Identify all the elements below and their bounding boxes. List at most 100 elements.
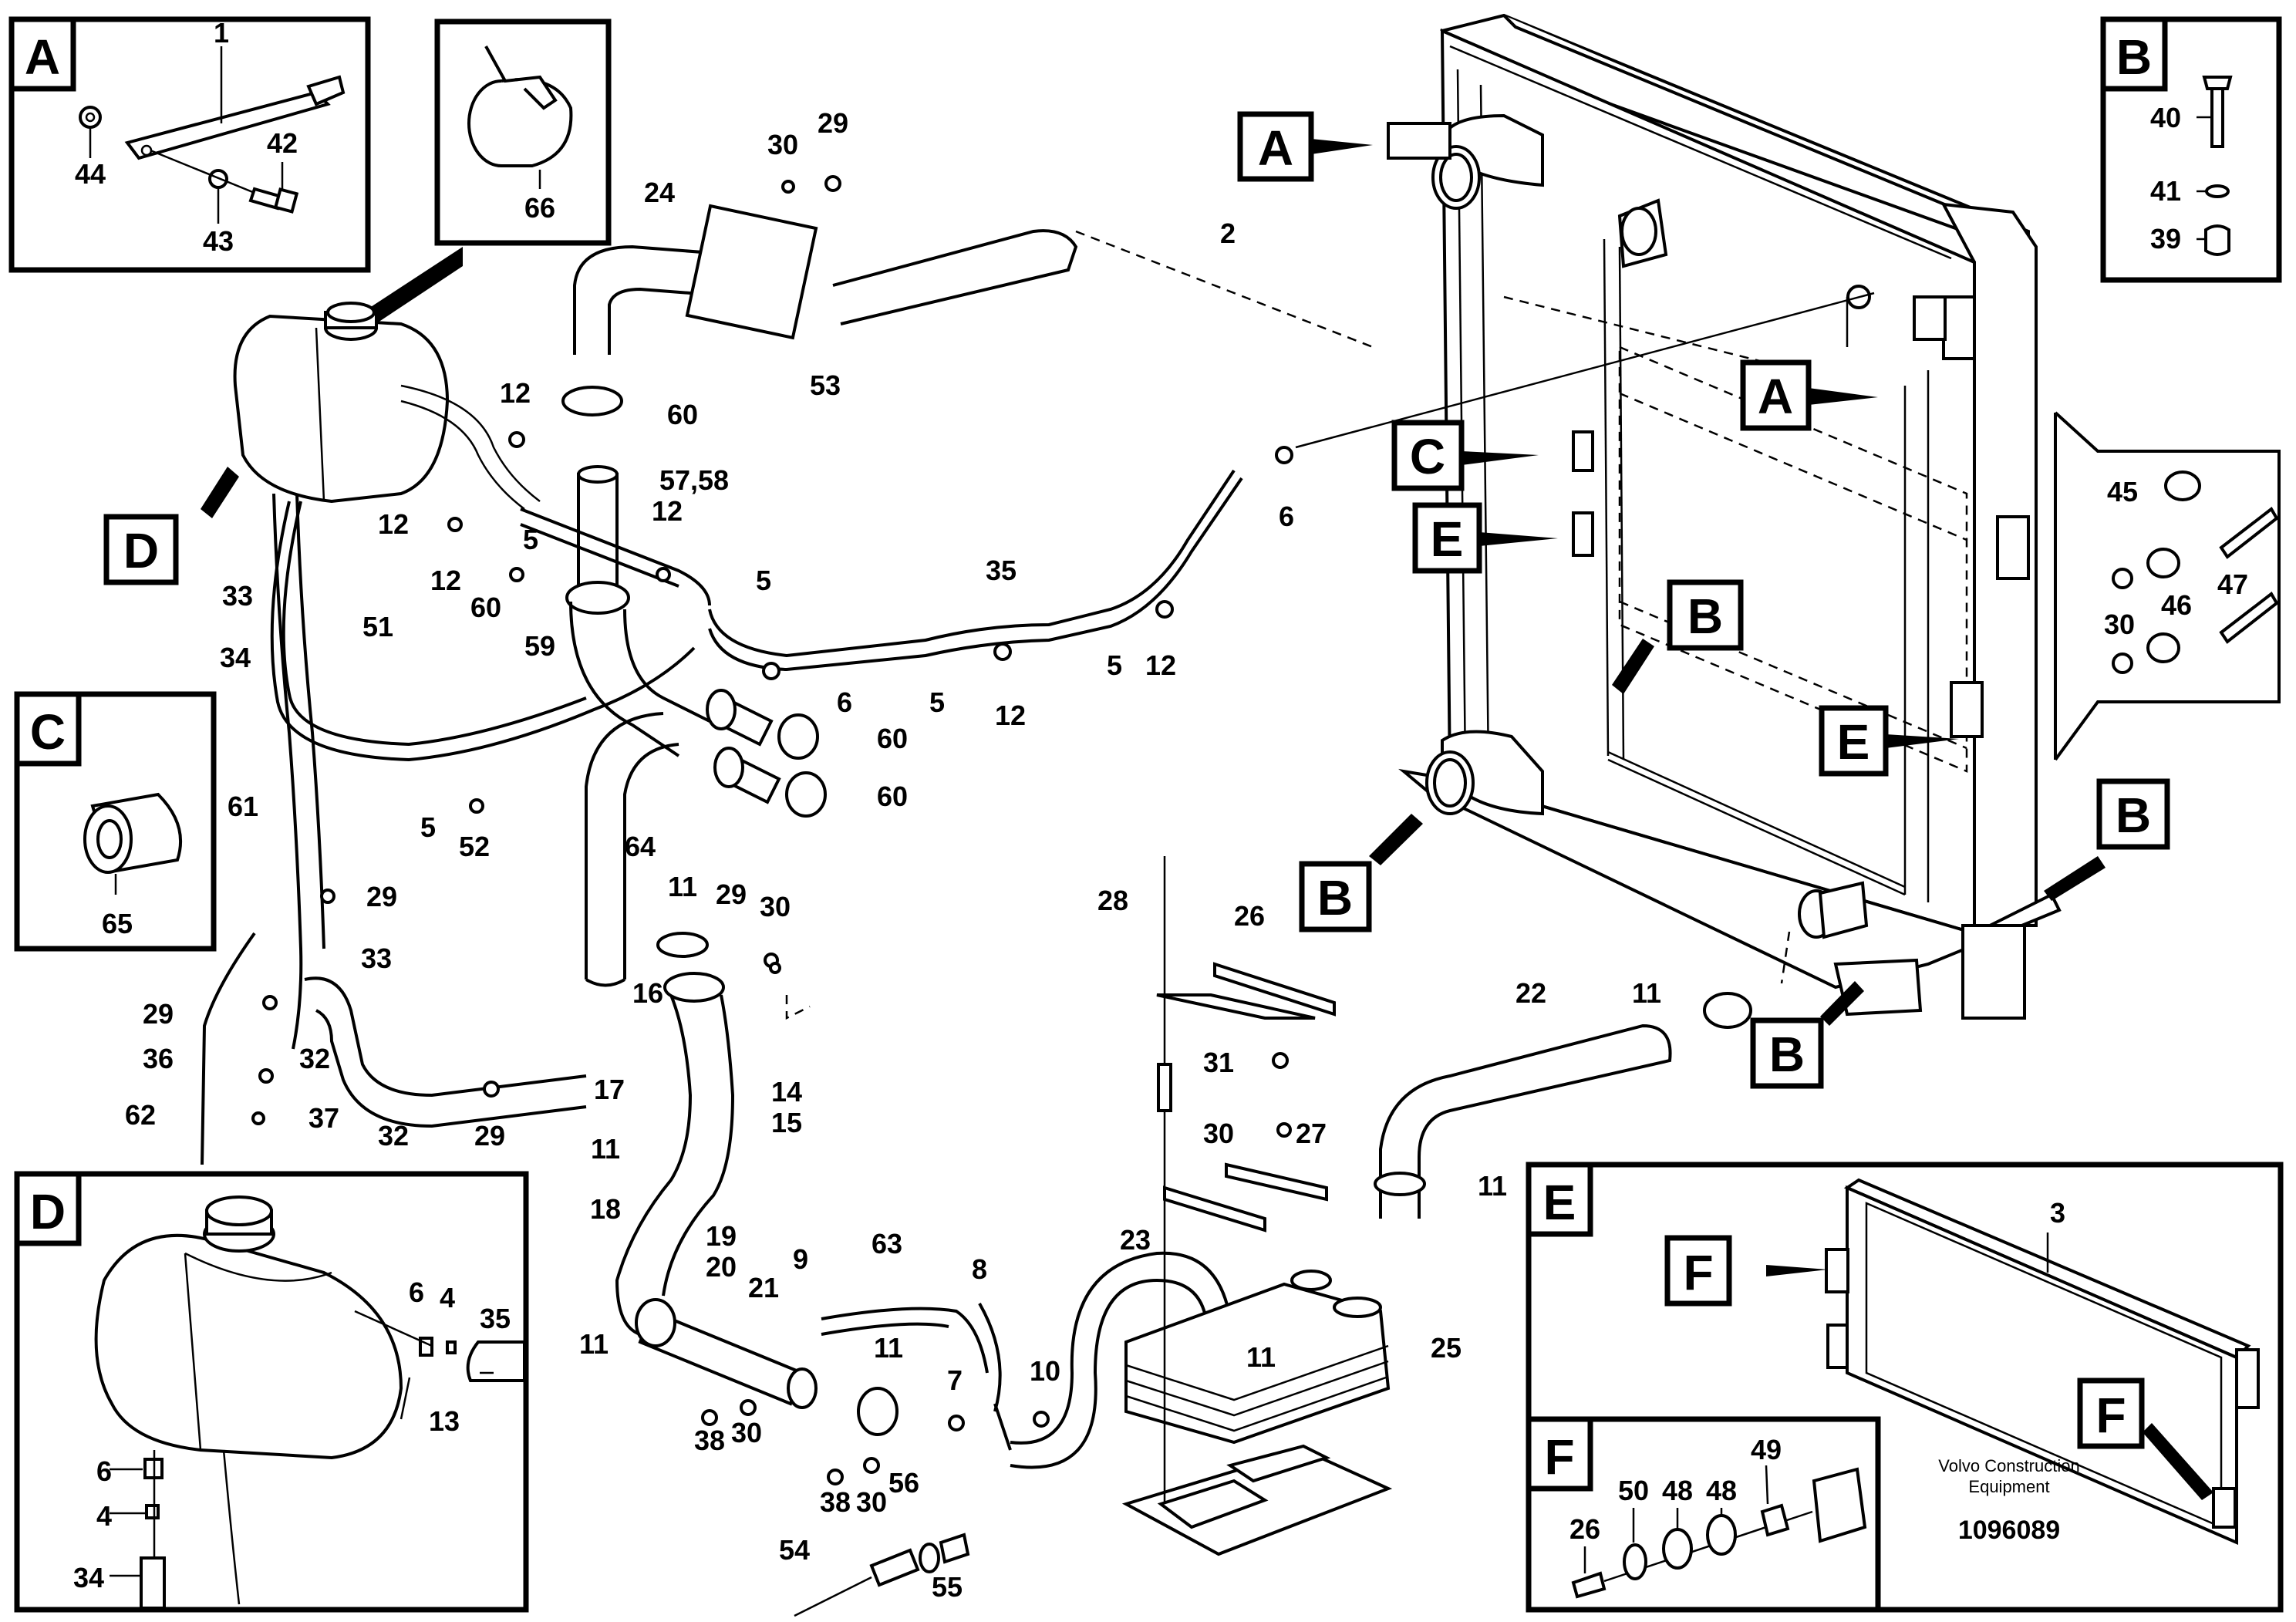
block-detail — [1812, 1467, 1867, 1543]
callout-label: 12 — [995, 700, 1026, 731]
radiator-labels: A A C E B E B B B D — [103, 111, 2281, 1089]
callout-label: 6 — [409, 1276, 424, 1308]
callout-label: 56 — [888, 1467, 919, 1499]
callout-labels: 1 44 42 43 66 30 29 24 53 2 40 41 39 12 … — [73, 17, 2248, 1603]
callout-label: 29 — [818, 107, 848, 139]
callout-label: 5 — [1107, 649, 1122, 681]
callout-label: 11 — [1478, 1170, 1507, 1202]
callout-label: 33 — [361, 943, 392, 974]
callout-label: 1 — [214, 17, 229, 49]
inset-e-letter: E — [1543, 1175, 1576, 1230]
radiator-assembly — [1387, 13, 2062, 1020]
callout-label: 5 — [756, 565, 771, 596]
callout-label: 48 — [1662, 1475, 1693, 1506]
inset-c: C — [14, 691, 217, 952]
callout-label: 6 — [96, 1455, 112, 1487]
callout-label: 6 — [837, 686, 852, 718]
footer: Volvo Construction Equipment 1096089 — [1938, 1456, 2079, 1545]
callout-label: 61 — [228, 791, 258, 822]
callout-label: 20 — [706, 1251, 737, 1283]
inset-f: F — [1526, 1416, 1881, 1613]
radiator-letter-b-left: B — [1317, 870, 1353, 926]
callout-label: 19 — [706, 1220, 737, 1252]
nut-44 — [79, 106, 102, 129]
callout-label: 39 — [2150, 223, 2181, 255]
washer-50 — [1623, 1543, 1647, 1580]
callout-label: 8 — [972, 1253, 987, 1285]
callout-label: 64 — [625, 831, 656, 862]
callout-label: 41 — [2150, 175, 2181, 207]
radiator-letter-e-right: E — [1837, 714, 1870, 770]
callout-label: 35 — [986, 555, 1017, 586]
callout-label: 51 — [362, 611, 393, 642]
strap-part — [124, 90, 331, 160]
inset-a-letter: A — [25, 29, 60, 85]
callout-label: 3 — [2050, 1197, 2065, 1229]
callout-label: 59 — [524, 630, 555, 662]
washer-48a — [1662, 1528, 1693, 1570]
inset-b-letter: B — [2116, 29, 2152, 85]
oil-cooler-25 — [1124, 1282, 1391, 1445]
callout-label: 54 — [779, 1534, 810, 1566]
callout-label: 30 — [2104, 609, 2135, 640]
callout-label: 30 — [731, 1417, 762, 1448]
callout-label: 13 — [429, 1405, 460, 1437]
radiator-letter-b-right: B — [2116, 787, 2151, 843]
callout-label: 12 — [1145, 649, 1176, 681]
callout-label: 29 — [366, 881, 397, 912]
callout-label: 40 — [2150, 102, 2181, 133]
callout-label: 34 — [73, 1562, 104, 1593]
callout-label: 30 — [1203, 1118, 1234, 1149]
callout-label: 29 — [716, 878, 747, 910]
callout-label: 26 — [1234, 900, 1265, 932]
callout-label: 30 — [767, 129, 798, 160]
callout-label: 14 — [771, 1076, 802, 1108]
fittings — [251, 175, 2279, 1485]
callout-label: 25 — [1431, 1332, 1462, 1364]
inset-d-letter: D — [30, 1184, 66, 1239]
callout-label: 38 — [820, 1486, 851, 1518]
callout-label: 31 — [1203, 1047, 1234, 1078]
callout-label: 29 — [474, 1120, 505, 1152]
callout-label: 45 — [2107, 476, 2138, 508]
inset-a-letter-box — [8, 16, 76, 92]
inset-bracket-45-47 — [2054, 411, 2281, 761]
inset-66 — [362, 19, 612, 324]
callout-label: 5 — [523, 524, 538, 555]
callout-label: 37 — [308, 1102, 339, 1134]
callout-label: 63 — [872, 1228, 902, 1259]
callout-label: 50 — [1618, 1475, 1649, 1506]
radiator-letter-c: C — [1410, 429, 1445, 484]
callout-label: 32 — [378, 1120, 409, 1152]
radiator-letter-e-left: E — [1431, 511, 1464, 567]
callout-label: 15 — [771, 1107, 802, 1138]
callout-label: 11 — [874, 1332, 903, 1364]
callout-label: 4 — [440, 1282, 455, 1313]
callout-label: 38 — [694, 1425, 725, 1456]
callout-label: 2 — [1220, 218, 1236, 249]
callout-label: 5 — [420, 811, 436, 843]
callout-label: 46 — [2161, 589, 2192, 621]
callout-label: 66 — [524, 192, 555, 224]
callout-label: 12 — [500, 377, 531, 409]
callout-label: 22 — [1515, 977, 1546, 1009]
hose-35-detail — [466, 1340, 526, 1382]
expansion-tank — [233, 302, 541, 1050]
callout-label: 4 — [96, 1500, 112, 1532]
spacer-39 — [2204, 224, 2230, 256]
radiator-letter-a-top: A — [1258, 120, 1293, 176]
callout-label: 65 — [102, 908, 133, 939]
callout-label: 24 — [644, 177, 675, 208]
callout-label: 9 — [793, 1243, 808, 1275]
callout-label: 49 — [1751, 1434, 1782, 1465]
callout-label: 5 — [929, 686, 945, 718]
bolt-40 — [2210, 87, 2224, 148]
callout-label: 30 — [760, 891, 791, 922]
callout-label: 47 — [2217, 568, 2248, 600]
inset-d: D — [14, 1171, 529, 1613]
callout-label: 60 — [667, 399, 698, 430]
callout-label: 52 — [459, 831, 490, 862]
company-name-line2: Equipment — [1968, 1477, 2049, 1496]
expansion-tank-detail — [94, 1233, 403, 1460]
